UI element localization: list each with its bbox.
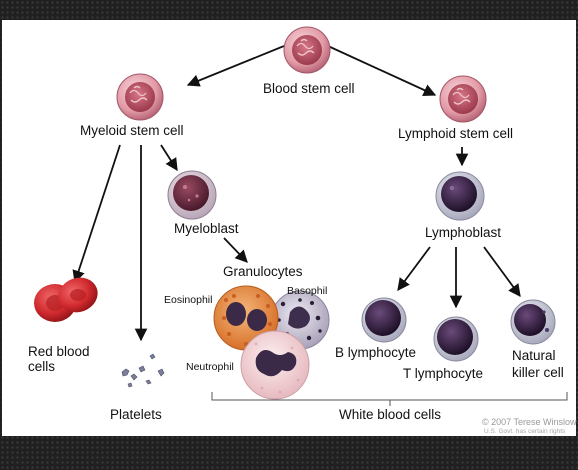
- label-red-blood-cells-line1: Red blood: [28, 344, 90, 359]
- label-neutrophil: Neutrophil: [186, 361, 234, 373]
- label-eosinophil: Eosinophil: [164, 294, 212, 306]
- blood-stem-cell-image: [283, 26, 331, 74]
- label-natural-killer-line1: Natural: [512, 348, 556, 363]
- t-lymphocyte-image: [433, 316, 479, 362]
- label-lymphoid-stem-cell: Lymphoid stem cell: [398, 126, 513, 141]
- lymphoid-stem-cell-image: [439, 75, 487, 123]
- credit-line1: © 2007 Terese Winslow: [482, 417, 577, 427]
- myeloid-stem-cell-image: [116, 73, 164, 121]
- arrow-lymphoblast-to-b: [397, 246, 431, 292]
- arrows: [72, 45, 521, 342]
- b-lymphocyte-image: [361, 297, 407, 343]
- label-basophil: Basophil: [287, 285, 327, 297]
- arrow-myeloid-to-myeloblast: [160, 144, 178, 172]
- neutrophil-image: [240, 330, 310, 400]
- arrow-myeloid-to-rbc: [72, 144, 121, 284]
- label-b-lymphocyte: B lymphocyte: [335, 345, 416, 360]
- label-granulocytes: Granulocytes: [223, 264, 303, 279]
- natural-killer-cell-image: [510, 299, 556, 345]
- label-myeloid-stem-cell: Myeloid stem cell: [80, 123, 184, 138]
- lymphoblast-image: [435, 171, 485, 221]
- arrow-stem-to-lymphoid: [327, 45, 437, 97]
- arrow-myeloblast-to-granulocytes: [223, 237, 248, 263]
- arrow-stem-to-myeloid: [186, 45, 285, 87]
- label-myeloblast: Myeloblast: [174, 221, 239, 236]
- label-blood-stem-cell: Blood stem cell: [263, 81, 355, 96]
- arrow-lymphoblast-to-nk: [483, 246, 521, 298]
- label-t-lymphocyte: T lymphocyte: [403, 366, 483, 381]
- credit-line2: U.S. Govt. has certain rights: [484, 428, 566, 435]
- red-blood-cells-image: [34, 277, 98, 322]
- label-natural-killer-line2: killer cell: [512, 365, 564, 380]
- label-white-blood-cells: White blood cells: [339, 407, 441, 422]
- label-red-blood-cells-line2: cells: [28, 359, 55, 374]
- white-blood-cells-bracket: [211, 392, 568, 406]
- platelets-image: [121, 353, 165, 388]
- label-platelets: Platelets: [110, 407, 162, 422]
- myeloblast-image: [167, 170, 217, 220]
- label-lymphoblast: Lymphoblast: [425, 225, 501, 240]
